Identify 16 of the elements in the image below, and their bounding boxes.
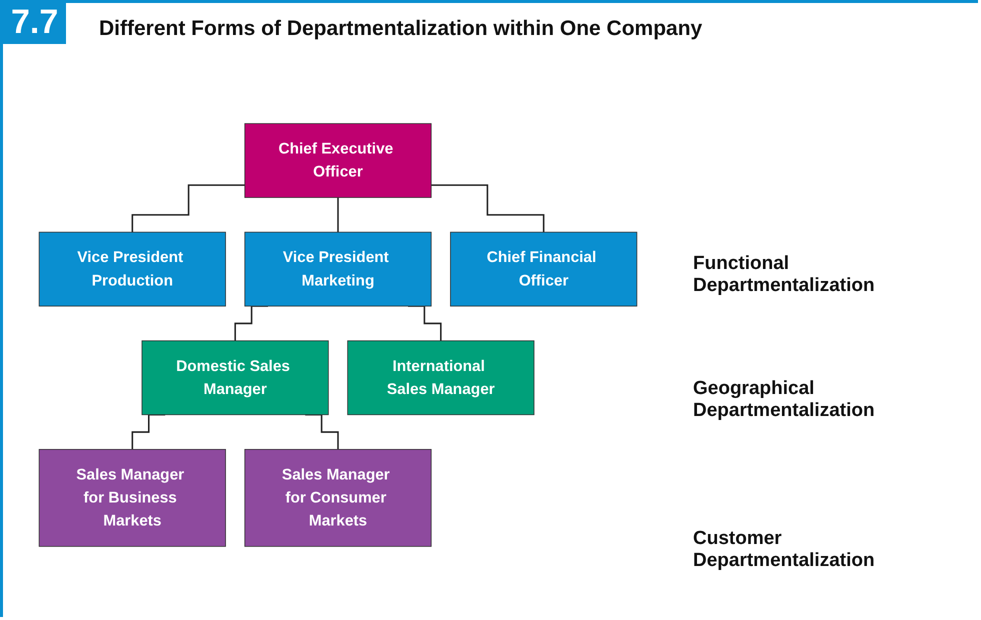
connector (431, 184, 544, 233)
node-box: Domestic Sales Manager (142, 340, 329, 416)
node-box: Sales Manager for Consumer Markets (244, 449, 432, 547)
figure-number: 7.7 (3, 3, 66, 44)
node-box: Chief Financial Officer (450, 232, 638, 306)
node-box: Chief Executive Officer (244, 123, 432, 198)
node-box: Vice President Marketing (244, 232, 432, 306)
node-box: Sales Manager for Business Markets (38, 449, 226, 547)
level-label: Customer Departmentalization (693, 528, 876, 572)
diagram-title: Different Forms of Departmentalization within One Company (99, 17, 702, 41)
level-label: Functional Departmentalization (693, 253, 876, 297)
node-box: International Sales Manager (347, 340, 534, 416)
connector (132, 184, 245, 233)
level-label: Geographical Departmentalization (693, 378, 876, 422)
node-box: Vice President Production (38, 232, 226, 306)
connector (337, 196, 339, 233)
